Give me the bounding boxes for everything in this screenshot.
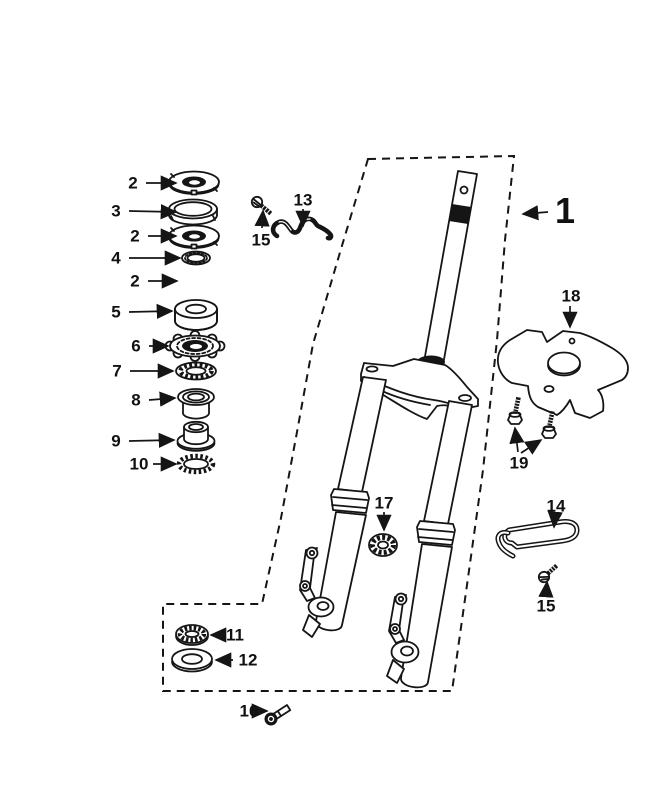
part-17-dust-seal — [368, 533, 398, 557]
callout-4-seal-washer: 4 — [111, 248, 121, 268]
callout-5-upper-bearing: 5 — [111, 302, 121, 322]
callout-11-lower-seal: 11 — [226, 625, 244, 645]
part-14-wire-clip — [495, 519, 580, 559]
part-3-dust-cover — [168, 198, 218, 226]
callout-arrows — [128, 175, 578, 719]
part-18-protector-plate — [496, 329, 629, 419]
callout-19-plate-screws: 19 — [509, 453, 529, 473]
callout-14-wire-clip: 14 — [546, 496, 566, 516]
part-13-cable-guide-wire — [270, 216, 334, 241]
part-11-lower-seal — [175, 624, 209, 646]
part-4-seal-washer — [181, 250, 211, 266]
part-8-upper-bearing-cup — [177, 388, 215, 420]
callout-3-dust-cover: 3 — [111, 201, 121, 221]
callout-17-dust-seal: 17 — [374, 493, 394, 513]
callout-15-screw-bottom: 15 — [536, 596, 556, 616]
part-16-socket-bolt — [264, 704, 292, 726]
part-19-plate-screw-b — [541, 410, 557, 439]
callout-15-screw-top: 15 — [251, 230, 271, 250]
part-2-ring-nut-middle — [168, 224, 220, 250]
callout-16-socket-bolt: 16 — [239, 701, 259, 721]
part-6-adjusting-nut — [164, 330, 226, 362]
assembly-boundary — [162, 154, 516, 692]
part-5-upper-bearing — [174, 299, 218, 331]
part-10-ball-cage — [176, 453, 216, 475]
callout-8-upper-bearing-cup: 8 — [131, 390, 141, 410]
callout-9-lower-bearing-cone: 9 — [111, 431, 121, 451]
fork-assembly-drawing — [299, 170, 479, 689]
left-fork-leg — [299, 376, 387, 638]
right-fork-leg — [386, 400, 473, 689]
callout-12-flat-washer: 12 — [238, 650, 258, 670]
callout-2-ring-nut-lower: 2 — [130, 271, 140, 291]
steering-tube — [423, 170, 478, 366]
callout-10-ball-cage: 10 — [129, 454, 149, 474]
callout-2-ring-nut-middle: 2 — [130, 226, 140, 246]
callout-6-adjusting-nut: 6 — [131, 336, 141, 356]
part-9-lower-bearing-cone — [176, 420, 216, 452]
part-7-threaded-ring — [175, 361, 217, 381]
callout-18-protector-plate: 18 — [561, 286, 581, 306]
part-2-ring-nut-upper — [168, 170, 220, 196]
callout-1-fork-assembly: 1 — [554, 190, 576, 231]
callout-13-cable-guide-wire: 13 — [293, 190, 313, 210]
part-15-screw-bottom — [537, 563, 559, 584]
part-19-plate-screw-a — [507, 396, 523, 425]
callout-2-ring-nut-upper: 2 — [128, 173, 138, 193]
part-12-flat-washer — [171, 648, 213, 673]
callout-7-threaded-ring: 7 — [112, 361, 122, 381]
part-15-screw-top — [250, 195, 273, 216]
